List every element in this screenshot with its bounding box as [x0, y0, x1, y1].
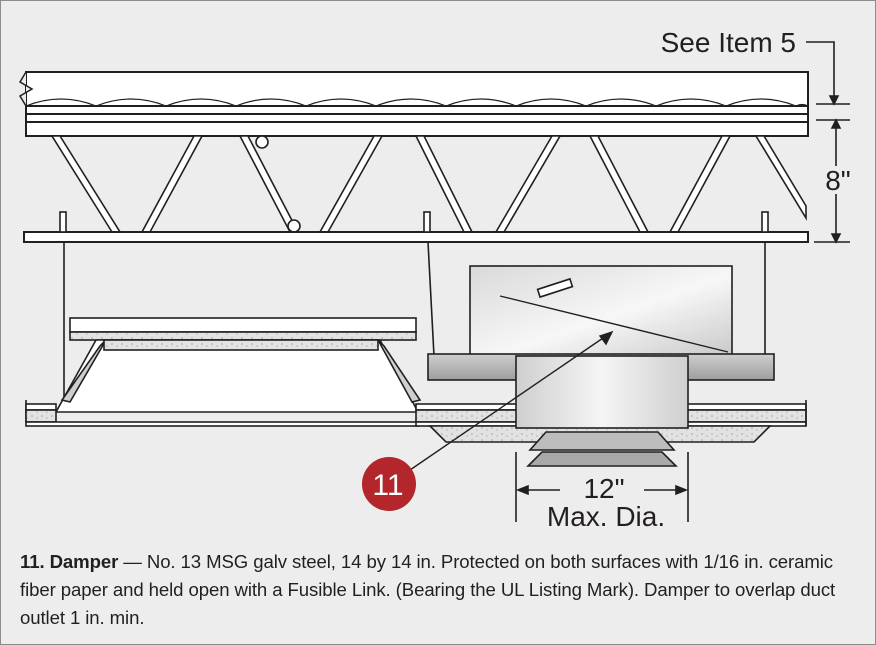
callout-number: 11 — [372, 469, 403, 502]
duct-outlet — [515, 355, 689, 467]
diameter-note: Max. Dia. — [547, 501, 665, 532]
floor-deck — [18, 71, 809, 137]
depth-dimension — [806, 41, 850, 244]
fusible-link — [536, 277, 574, 299]
callout-leader — [409, 330, 614, 471]
diameter-dimension — [515, 452, 689, 522]
diameter-label: 12" — [583, 473, 624, 504]
callout-badge — [362, 457, 416, 511]
hanger-wires — [59, 211, 769, 400]
see-item-label: See Item 5 — [661, 27, 796, 58]
assembly-diagram: See Item 5 8" 12" Max. Dia. 11 — [18, 27, 851, 532]
caption-body: — No. 13 MSG galv steel, 14 by 14 in. Pr… — [20, 551, 836, 628]
caption-title: 11. Damper — [20, 551, 119, 572]
ceiling-fixture — [54, 317, 422, 413]
joist-bottom-chord — [23, 231, 809, 243]
caption: 11. Damper — No. 13 MSG galv steel, 14 b… — [20, 548, 865, 632]
depth-label: 8" — [825, 165, 851, 196]
damper-box — [427, 265, 775, 381]
